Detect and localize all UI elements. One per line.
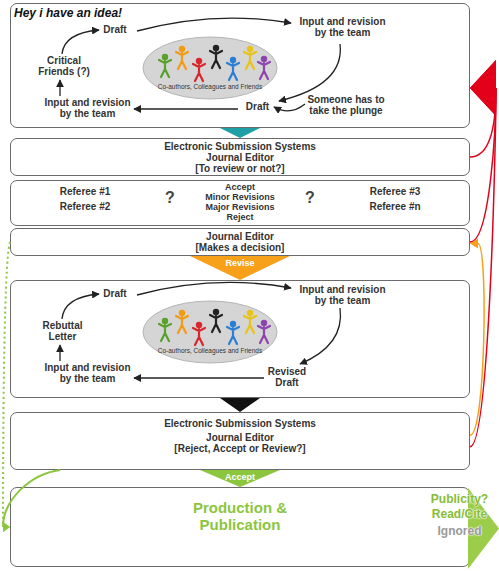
- feedback-arrow: [470, 60, 496, 157]
- arrow-head: [3, 522, 10, 532]
- feedback-arrow: [470, 60, 496, 242]
- node-text: Someone has to take the plunge: [300, 94, 392, 116]
- feedback-arrow: [3, 242, 10, 532]
- team-ellipse: Co-authors, Colleagues and Friends: [142, 300, 278, 364]
- node-text: Electronic Submission Systems: [110, 418, 370, 429]
- arrow-triangle: [200, 470, 280, 487]
- ellipse-outline: [142, 300, 278, 364]
- node-text: Rebuttal Letter: [35, 320, 90, 342]
- node-text: Referee #1: [40, 186, 130, 197]
- revision-box: DraftInput and revision by the teamRebut…: [10, 280, 470, 398]
- edge-label: Revise: [190, 258, 290, 268]
- outcome-arrow: Publicity? Read/CiteIgnored: [420, 486, 499, 571]
- node-text: Journal Editor: [110, 152, 370, 163]
- node-text: Publicity? Read/Cite: [420, 492, 499, 522]
- connector-line: [470, 88, 496, 157]
- box-heading: Hey i have an idea!: [14, 6, 214, 20]
- node-text: Draft: [240, 101, 275, 112]
- flow-arrow: [220, 128, 260, 138]
- publication-box: Production & Publication: [10, 487, 470, 567]
- process-box: Electronic Submission SystemsJournal Edi…: [10, 412, 470, 470]
- node-text: Input and revision by the team: [40, 362, 135, 384]
- node-text: Co-authors, Colleagues and Friends: [150, 347, 270, 355]
- arrow-triangle: [190, 256, 290, 280]
- connector-line: [470, 88, 496, 447]
- node-text: [Makes a decision]: [110, 242, 370, 253]
- node-text: Referee #3: [350, 186, 440, 197]
- ellipse-outline: [142, 36, 278, 100]
- connector-line: [470, 243, 484, 435]
- arrow-head: [470, 60, 496, 116]
- node-text: Referee #n: [350, 201, 440, 212]
- feedback-arrow: [470, 238, 484, 435]
- node-text: Input and revision by the team: [295, 16, 390, 38]
- node-text: [To review or not?]: [110, 163, 370, 174]
- referee-box: Referee #1 Referee #2? AcceptMinor Revisio…: [10, 180, 470, 226]
- node-text: Draft: [95, 288, 135, 299]
- node-text: ?: [160, 190, 180, 206]
- arrow-head: [470, 60, 496, 116]
- node-text: Draft: [95, 24, 135, 35]
- connector-line: [3, 242, 10, 527]
- arrow-triangle: [220, 128, 260, 138]
- idea-box: Hey i have an idea!DraftInput and revisi…: [10, 3, 470, 128]
- team-ellipse: Co-authors, Colleagues and Friends: [142, 36, 278, 100]
- edge-label: Accept: [200, 472, 280, 482]
- node-text: Revised Draft: [262, 366, 312, 388]
- arrow-head: [470, 238, 478, 248]
- node-text: Production & Publication: [185, 499, 295, 533]
- node-text: Accept: [190, 182, 290, 192]
- node-text: Minor Revisions: [190, 192, 290, 202]
- process-box: Journal Editor[Makes a decision]: [10, 228, 470, 256]
- flow-arrow: [220, 398, 260, 412]
- process-box: Electronic Submission SystemsJournal Edi…: [10, 138, 470, 176]
- feedback-arrow: [470, 60, 496, 447]
- node-text: Co-authors, Colleagues and Friends: [150, 83, 270, 91]
- node-text: ?: [300, 190, 320, 206]
- node-text: Referee #2: [40, 201, 130, 212]
- node-text: Journal Editor: [110, 231, 370, 242]
- ellipse-shape: [143, 37, 277, 99]
- node-text: Journal Editor: [110, 432, 370, 443]
- flow-arrow: [190, 256, 290, 280]
- arrow-head: [3, 522, 10, 532]
- node-text: [Reject, Accept or Review?]: [110, 443, 370, 454]
- node-text: Ignored: [420, 524, 499, 539]
- node-text: Critical Friends (?): [35, 55, 93, 77]
- ellipse-shape: [143, 301, 277, 363]
- node-text: Input and revision by the team: [295, 284, 390, 306]
- node-text: Reject: [190, 212, 290, 222]
- arrow-triangle: [220, 398, 260, 412]
- arrow-head: [470, 60, 496, 116]
- flow-arrow: [200, 470, 280, 487]
- node-text: Major Revisions: [190, 202, 290, 212]
- node-text: Electronic Submission Systems: [110, 141, 370, 152]
- node-text: Input and revision by the team: [40, 97, 135, 119]
- connector-line: [470, 88, 496, 242]
